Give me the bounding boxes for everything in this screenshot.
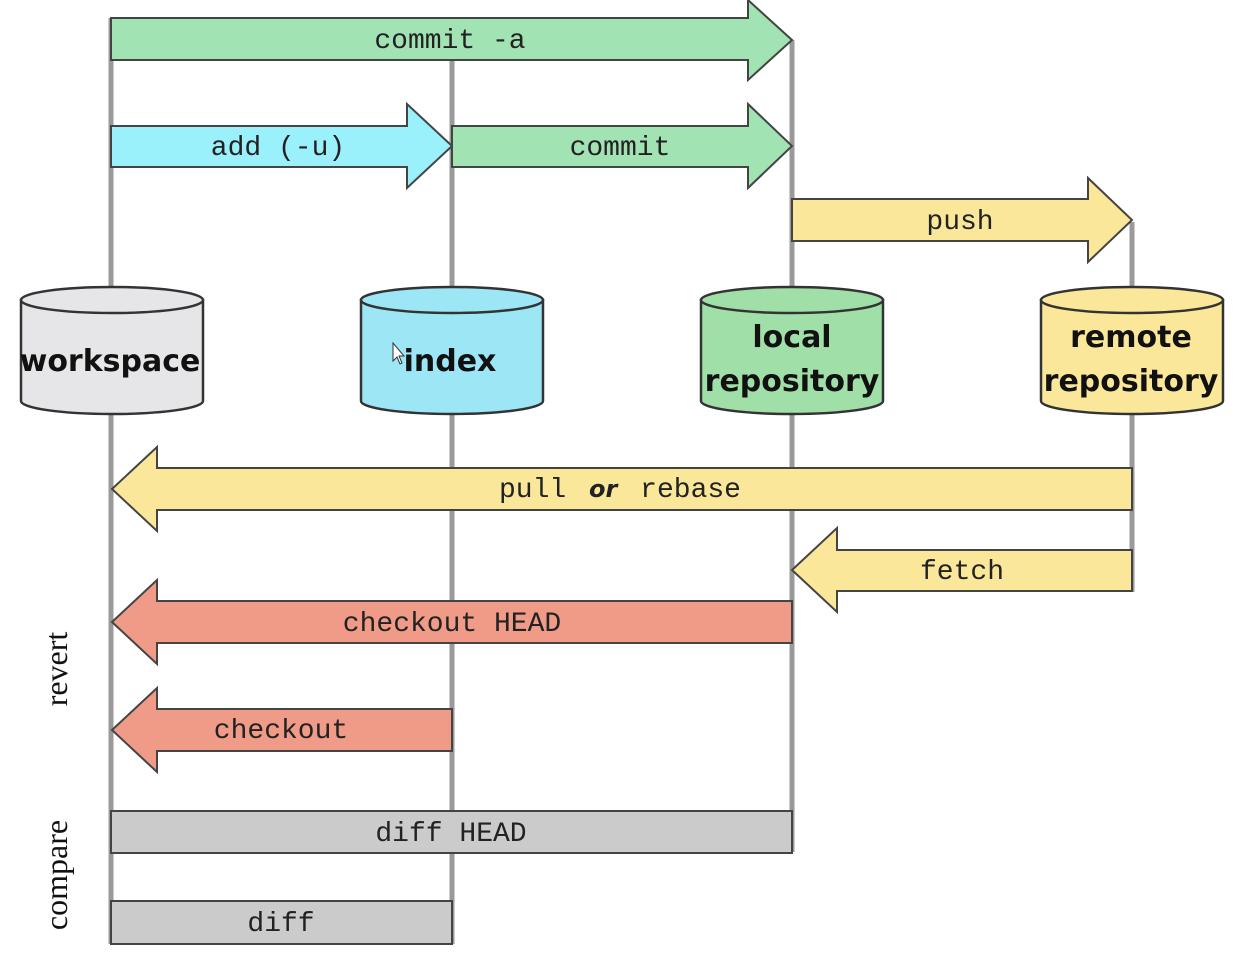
arrow-fetch-label: fetch [920,557,1004,588]
arrow-push-label: push [926,207,993,238]
repo-local-repository: local repository [699,285,885,416]
repo-remote-repository: remote repository [1039,285,1225,416]
repo-local-label-line1: local [752,320,831,355]
side-label-revert: revert [38,632,74,707]
bar-diff-head-label: diff HEAD [375,819,526,850]
arrow-commit: commit [451,101,794,191]
repo-index-body [359,298,545,416]
repo-index: index [359,285,545,416]
arrow-commit-label: commit [570,133,671,164]
arrow-pull-label: pull or rebase [499,475,741,506]
arrow-commit-a-shape [110,0,794,83]
arrow-commit-a-label: commit -a [374,26,525,57]
arrow-checkout-head-label: checkout HEAD [343,609,561,640]
repo-remote-label-line1: remote [1070,320,1192,355]
repo-workspace-label: workspace [20,344,201,379]
repo-local-top [699,285,885,315]
repo-local-body [699,298,885,416]
arrow-checkout-head: checkout HEAD [110,577,793,667]
repo-local-label-line2: repository [705,364,880,399]
repo-remote-body [1039,298,1225,416]
arrow-checkout-label: checkout [214,716,348,747]
mouse-cursor-icon [392,341,406,365]
arrow-pull-label-pre: pull [499,475,566,506]
arrow-checkout-head-shape [110,577,793,667]
repo-workspace-body [19,298,205,416]
arrow-fetch: fetch [790,525,1133,615]
lifelines [108,18,1135,944]
bar-diff-head-shape [110,810,793,854]
bar-diff-shape [110,900,453,945]
arrow-checkout: checkout [110,685,453,775]
arrow-commit-shape [451,101,794,191]
bar-diff: diff [110,900,453,945]
arrow-add: add (-u) [110,101,454,191]
bar-diff-label: diff [247,909,314,940]
repo-workspace: workspace [19,285,205,416]
repo-workspace-top [19,285,205,315]
arrow-pull-label-or: or [589,475,619,503]
arrow-checkout-shape [110,685,453,775]
arrow-add-label: add (-u) [211,133,345,164]
arrow-push: push [791,175,1134,265]
repo-index-label: index [404,344,497,379]
arrow-add-shape [110,101,454,191]
repo-index-top [359,285,545,315]
arrow-pull-or-rebase: pull or rebase [110,444,1133,534]
arrow-pull-label-post: rebase [640,475,741,506]
bar-diff-head: diff HEAD [110,810,793,854]
side-label-compare: compare [38,820,74,930]
arrow-commit-a: commit -a [110,0,794,83]
arrow-push-shape [791,175,1134,265]
arrow-pull-shape [110,444,1133,534]
repo-remote-top [1039,285,1225,315]
repo-remote-label-line2: repository [1044,364,1219,399]
arrow-fetch-shape [790,525,1133,615]
